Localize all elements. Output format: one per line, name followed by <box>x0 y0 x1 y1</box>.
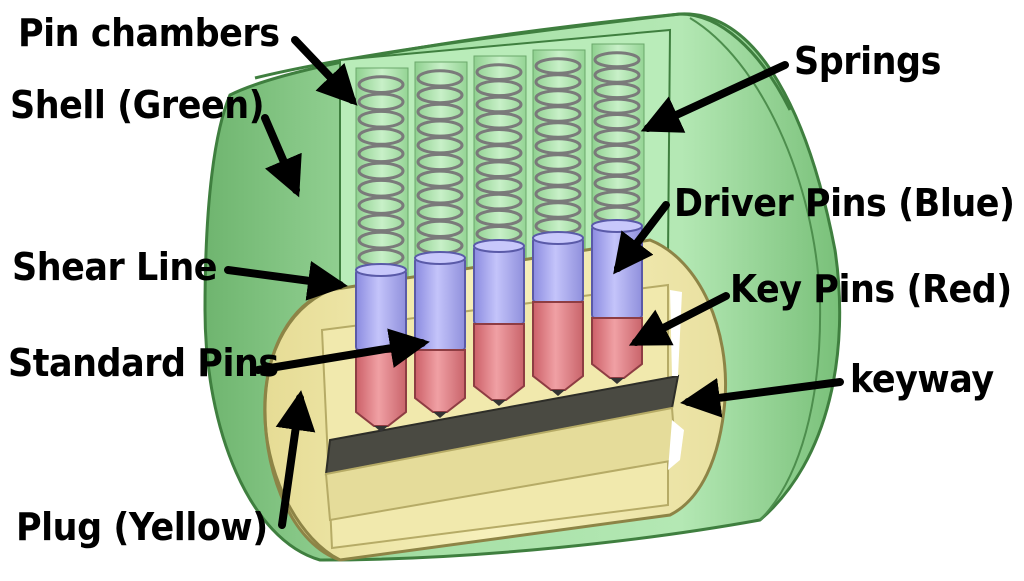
driver-pin-3 <box>473 245 525 325</box>
arrow-shear-line <box>224 260 348 301</box>
key-pin-3 <box>473 323 525 401</box>
label-standard-pins: Standard Pins <box>8 341 279 385</box>
label-driver-pins: Driver Pins (Blue) <box>674 181 1015 225</box>
spring-5 <box>593 51 641 223</box>
spring-1 <box>357 75 405 267</box>
spring-3 <box>475 63 523 243</box>
spring-2 <box>416 69 464 255</box>
springs <box>357 51 641 267</box>
label-springs: Springs <box>794 39 941 83</box>
pin-stack-4 <box>532 231 584 396</box>
arrow-standard-pins <box>254 328 430 374</box>
label-shell: Shell (Green) <box>10 83 265 127</box>
key-pin-1 <box>355 351 407 427</box>
label-key-pins: Key Pins (Red) <box>730 267 1012 311</box>
driver-pin-4 <box>532 237 584 303</box>
key-pin-5 <box>591 317 643 379</box>
key-pin-4 <box>532 301 584 391</box>
label-pin-chambers: Pin chambers <box>18 11 280 55</box>
keyway-slot <box>324 290 684 522</box>
arrow-springs <box>640 61 789 133</box>
arrow-shell <box>261 114 302 198</box>
arrow-keyway <box>680 377 844 418</box>
arrow-key-pins <box>628 292 730 346</box>
arrow-pin-chambers <box>291 36 358 106</box>
arrow-plug <box>275 390 316 529</box>
label-shear-line: Shear Line <box>12 245 218 289</box>
spring-4 <box>534 57 582 235</box>
label-plug: Plug (Yellow) <box>16 505 268 549</box>
key-pin-2 <box>414 349 466 413</box>
driver-pin-1 <box>355 269 407 351</box>
pin-stack-2 <box>414 251 466 418</box>
callout-arrows <box>224 36 844 529</box>
driver-pin-2 <box>414 257 466 351</box>
arrow-driver-pins <box>613 201 670 275</box>
label-keyway: keyway <box>850 357 994 401</box>
pin-stack-3 <box>473 239 525 406</box>
